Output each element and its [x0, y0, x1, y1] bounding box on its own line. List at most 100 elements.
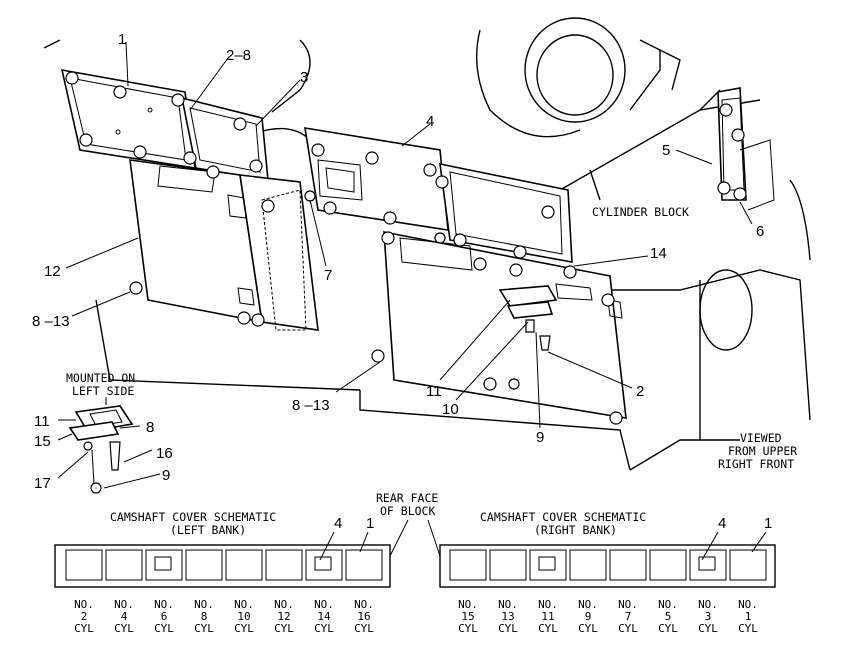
right-cylinder-label: 13: [501, 610, 514, 623]
left-cylinder-label: CYL: [194, 622, 214, 635]
left-cylinder-label: CYL: [274, 622, 294, 635]
right-cylinder-label: 3: [705, 610, 712, 623]
right-bank-schematic: CAMSHAFT COVER SCHEMATIC (RIGHT BANK) 4 …: [439, 510, 776, 635]
right-cylinder-label: NO.: [458, 598, 478, 611]
left-cover-cell: [345, 549, 383, 581]
leader-lines: [65, 41, 753, 429]
left-cylinder-label: 4: [121, 610, 128, 623]
callout-3: 3: [300, 69, 308, 86]
left-schematic-callout-1: 1: [366, 515, 374, 532]
left-cylinder-label: 8: [201, 610, 208, 623]
right-cylinder-label: CYL: [738, 622, 758, 635]
inset-title-line-1: MOUNTED ON: [66, 371, 135, 385]
right-cover-cell: [569, 549, 607, 581]
left-cylinder-label: CYL: [154, 622, 174, 635]
callout-8-13-right: 8 –13: [292, 397, 330, 414]
callout-1: 1: [118, 31, 126, 48]
callout-numbers: 1 2–8 3 4 5 6 7 12 8 –13 14 11 10 9 2 8 …: [32, 31, 764, 446]
view-labels: CYLINDER BLOCK VIEWED FROM UPPER RIGHT F…: [592, 205, 797, 471]
inset-title-line-2: LEFT SIDE: [72, 384, 134, 398]
callout-6: 6: [756, 223, 764, 240]
callout-14: 14: [650, 245, 667, 262]
viewed-line-3: RIGHT FRONT: [718, 457, 794, 471]
right-cover-cell: [449, 549, 487, 581]
right-port-cover-square: [698, 556, 716, 571]
right-cylinder-label: NO.: [698, 598, 718, 611]
left-cylinder-label: 6: [161, 610, 168, 623]
callout-9: 9: [536, 429, 544, 446]
callout-8-13-left: 8 –13: [32, 313, 70, 330]
right-cover-cell: [489, 549, 527, 581]
right-cylinder-label: CYL: [458, 622, 478, 635]
callout-4: 4: [426, 113, 434, 130]
right-cylinder-label: NO.: [618, 598, 638, 611]
inset-left-side-mount: MOUNTED ON LEFT SIDE 11 15 8 16 17 9: [34, 371, 173, 494]
right-schematic-title: CAMSHAFT COVER SCHEMATIC: [480, 510, 646, 524]
callout-2-8: 2–8: [226, 47, 251, 64]
left-cylinder-label: 10: [237, 610, 250, 623]
right-cylinder-label: 11: [541, 610, 554, 623]
right-schematic-callout-4: 4: [718, 515, 726, 532]
left-cylinder-label: NO.: [234, 598, 254, 611]
left-cylinder-label: CYL: [234, 622, 254, 635]
left-cover-cell: [225, 549, 263, 581]
inset-callout-11: 11: [34, 413, 50, 430]
left-cylinder-label: NO.: [154, 598, 174, 611]
left-cylinder-label: NO.: [274, 598, 294, 611]
left-port-cover-square: [314, 556, 332, 571]
callout-2: 2: [636, 383, 644, 400]
left-bank-camshaft-covers: [60, 69, 319, 331]
left-port-cover-square: [154, 556, 172, 571]
right-cover-cell: [529, 549, 567, 581]
left-cylinder-label: CYL: [314, 622, 334, 635]
left-schematic-callout-4: 4: [334, 515, 342, 532]
left-cover-cell: [265, 549, 303, 581]
left-cylinder-label: 14: [317, 610, 331, 623]
left-cover-cell: [65, 549, 103, 581]
callout-7: 7: [324, 267, 332, 284]
right-cylinder-label: CYL: [498, 622, 518, 635]
viewed-line-1: VIEWED: [740, 431, 782, 445]
right-bank-camshaft-covers: [304, 127, 627, 425]
callout-12: 12: [44, 263, 61, 280]
right-cylinder-label: 7: [625, 610, 632, 623]
rear-face-line-2: OF BLOCK: [380, 504, 435, 518]
left-cylinder-label: NO.: [194, 598, 214, 611]
right-cylinder-label: 1: [745, 610, 752, 623]
inset-callout-15: 15: [34, 433, 51, 450]
cylinder-block-label: CYLINDER BLOCK: [592, 205, 689, 219]
left-schematic-subtitle: (LEFT BANK): [170, 523, 246, 537]
right-cylinder-label: CYL: [578, 622, 598, 635]
right-cover-cell: [689, 549, 727, 581]
inset-callout-17: 17: [34, 475, 51, 492]
right-port-cover-square: [538, 556, 556, 571]
left-cylinder-label: NO.: [354, 598, 374, 611]
right-cover-cell: [609, 549, 647, 581]
callout-5: 5: [662, 142, 670, 159]
left-cylinder-label: NO.: [114, 598, 134, 611]
left-cylinder-label: NO.: [74, 598, 94, 611]
left-cylinder-label: 2: [81, 610, 88, 623]
right-cylinder-label: CYL: [538, 622, 558, 635]
viewed-line-2: FROM UPPER: [728, 444, 797, 458]
right-cylinder-label: 5: [665, 610, 672, 623]
right-cylinder-label: NO.: [658, 598, 678, 611]
right-cylinder-label: 15: [461, 610, 474, 623]
right-cylinder-label: NO.: [498, 598, 518, 611]
left-bank-schematic: CAMSHAFT COVER SCHEMATIC (LEFT BANK) 4 1…: [54, 510, 391, 635]
left-cover-cell: [105, 549, 143, 581]
right-cylinder-label: NO.: [738, 598, 758, 611]
left-cylinder-label: NO.: [314, 598, 334, 611]
right-cylinder-label: 9: [585, 610, 592, 623]
right-cover-cell: [649, 549, 687, 581]
callout-11: 11: [426, 383, 442, 400]
inset-callout-16: 16: [156, 445, 173, 462]
small-cover-assembly: [717, 87, 775, 211]
right-cylinder-label: NO.: [538, 598, 558, 611]
left-cylinder-label: CYL: [354, 622, 374, 635]
inset-callout-9: 9: [162, 467, 170, 484]
callout-10: 10: [442, 401, 459, 418]
right-cylinder-label: CYL: [658, 622, 678, 635]
right-cover-cell: [729, 549, 767, 581]
